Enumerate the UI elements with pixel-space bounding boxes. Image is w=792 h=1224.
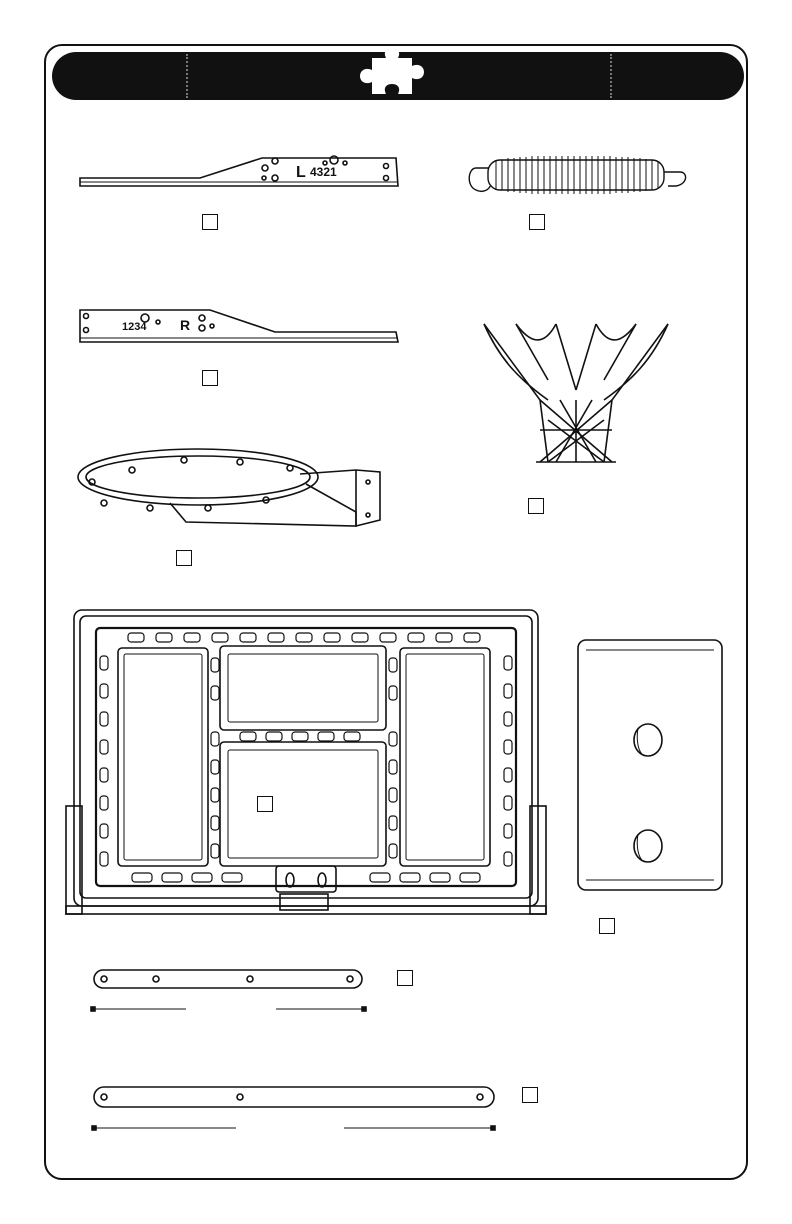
left-arm-numbers: 4321 [310, 165, 337, 179]
left-arm-letter: L [296, 164, 306, 181]
short-tube-label-box [397, 970, 413, 986]
right-arm-label-box [202, 370, 218, 386]
spring-part [469, 156, 685, 194]
backboard-label-box [257, 796, 273, 812]
rim-part [78, 449, 380, 526]
mounting-plate-label-box [599, 918, 615, 934]
left-arm-label-box [202, 214, 218, 230]
net-label-box [528, 498, 544, 514]
long-tube-part [92, 1087, 495, 1130]
net-part [484, 324, 668, 462]
backboard-part [66, 610, 546, 914]
left-support-arm [80, 156, 398, 186]
mounting-plate-part [578, 640, 722, 890]
spring-label-box [529, 214, 545, 230]
right-arm-letter: R [180, 317, 190, 333]
puzzle-icon [360, 48, 424, 94]
short-tube-part [91, 970, 366, 1011]
rim-label-box [176, 550, 192, 566]
long-tube-label-box [522, 1087, 538, 1103]
right-arm-numbers: 1234 [122, 321, 147, 333]
